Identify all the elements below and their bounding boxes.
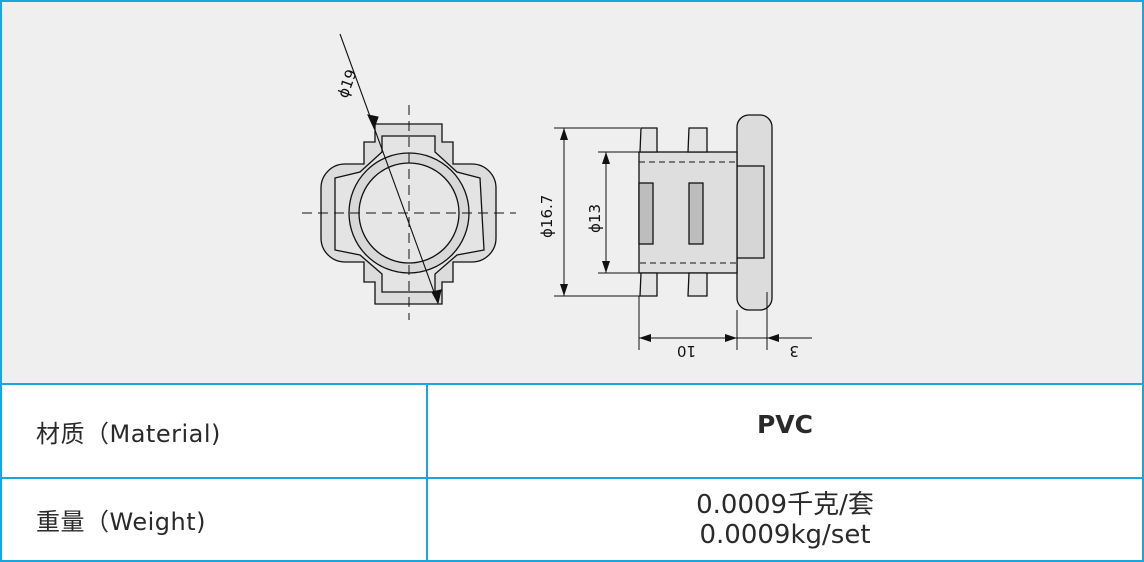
weight-value-en: 0.0009kg/set	[699, 519, 871, 550]
plug-body	[638, 151, 738, 274]
front-centerlines	[302, 105, 516, 320]
weight-value-cell: 0.0009千克/套 0.0009kg/set	[428, 479, 1142, 560]
dim-length: 10	[677, 342, 696, 360]
phi19-leader	[339, 33, 442, 305]
side-dimension-lines	[554, 127, 812, 350]
weight-row: 重量（Weight) 0.0009千克/套 0.0009kg/set	[2, 479, 1142, 560]
dim-inner-diameter: ϕ13	[586, 204, 604, 233]
material-value: PVC	[756, 410, 814, 439]
weight-label: 重量（Weight)	[36, 508, 206, 536]
top-fin-1	[639, 127, 658, 153]
cap-step	[736, 165, 765, 259]
front-view	[320, 123, 497, 305]
material-value-cell: PVC	[428, 385, 1142, 477]
side-view	[638, 114, 773, 311]
dimension-arrows	[560, 128, 779, 342]
material-label: 材质（Material)	[36, 419, 221, 448]
weight-value-cn: 0.0009千克/套	[696, 489, 874, 520]
material-row: 材质（Material) PVC	[2, 385, 1142, 479]
drawing-svg: ϕ19	[302, 33, 812, 360]
bottom-fin-2	[687, 272, 708, 297]
top-fin-2	[687, 127, 708, 153]
dim-body-diameter: ϕ16.7	[538, 195, 556, 238]
spec-table: 材质（Material) PVC 重量（Weight) 0.0009千克/套 0…	[2, 385, 1142, 560]
side-slot-2	[688, 182, 704, 245]
dim-outer-diameter: ϕ19	[334, 67, 361, 100]
dim-flange: 3	[789, 342, 799, 360]
technical-drawing: ϕ19	[2, 2, 1142, 385]
bottom-fin-1	[639, 272, 658, 297]
column-divider	[426, 385, 428, 560]
side-slot-1	[638, 182, 654, 245]
